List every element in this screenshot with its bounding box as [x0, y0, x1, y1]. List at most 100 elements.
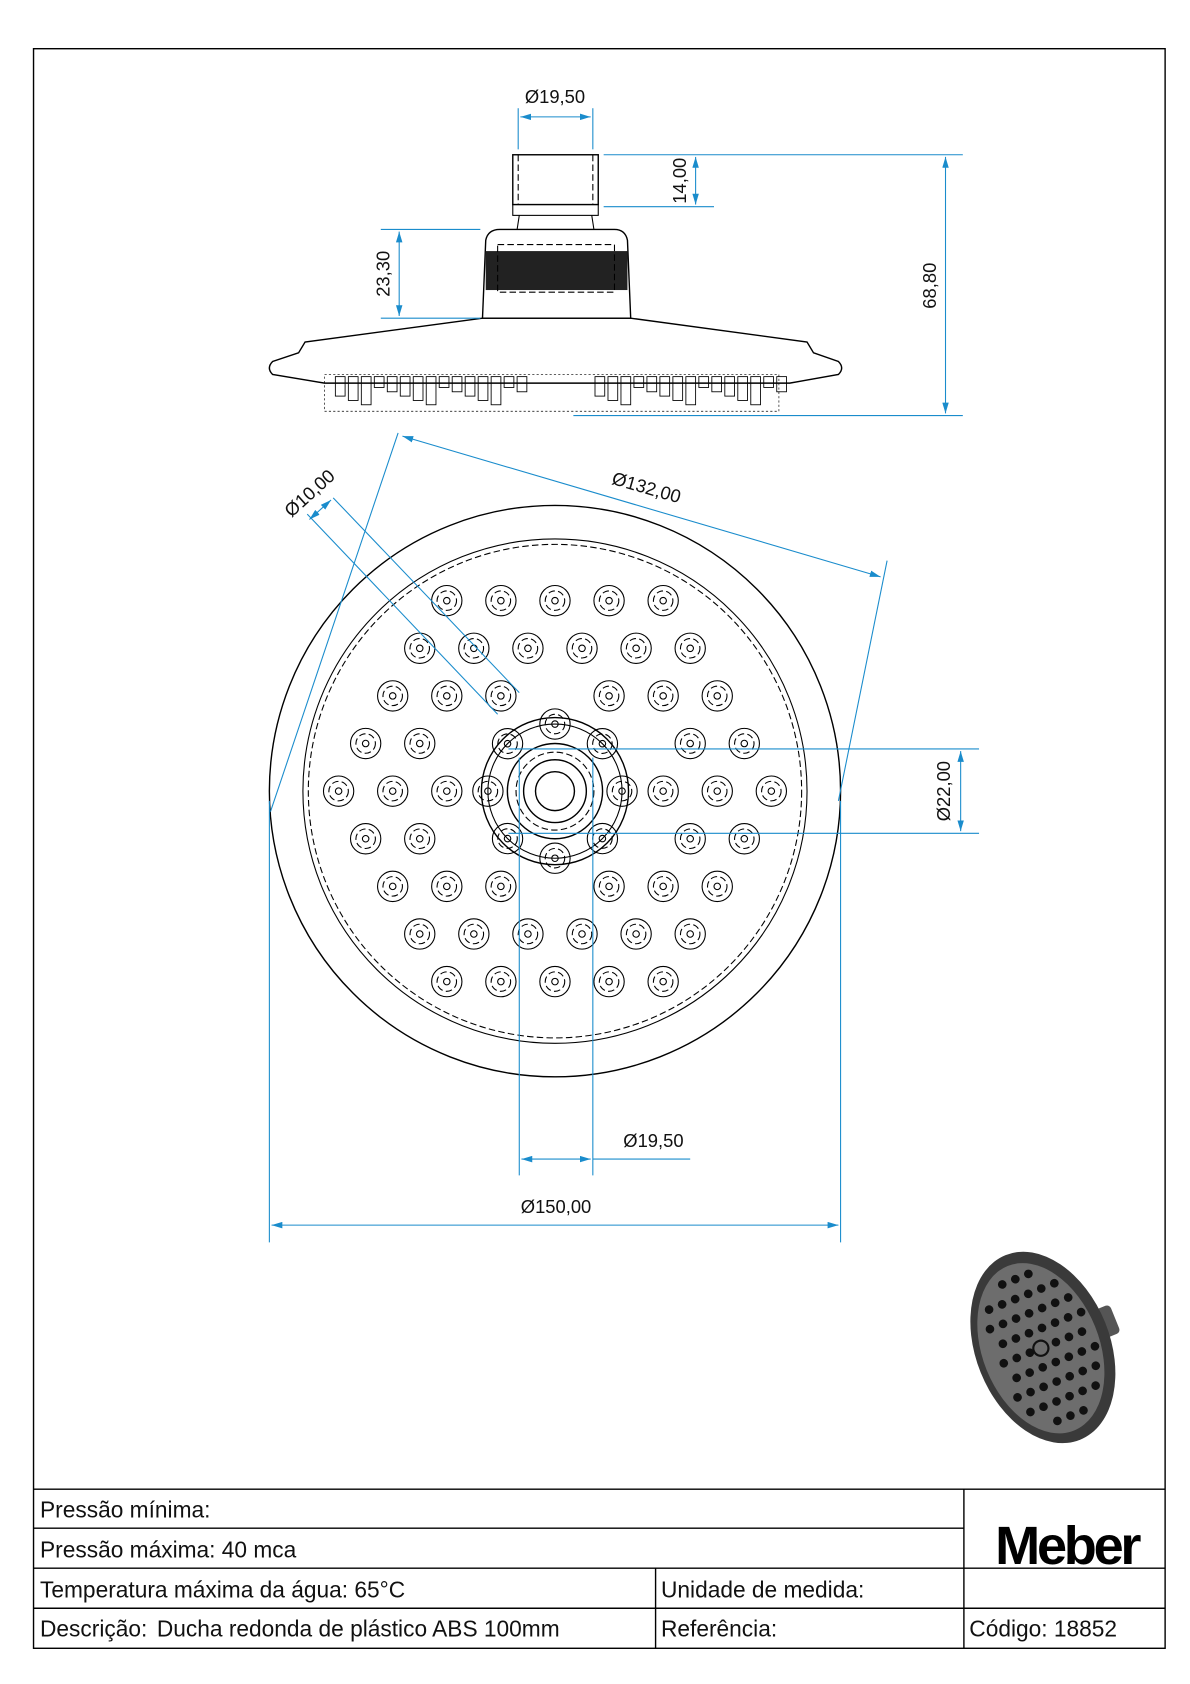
render-nozzle: [1039, 1402, 1048, 1412]
render-nozzle: [1076, 1307, 1086, 1317]
side-nozzle: [347, 376, 359, 401]
nozzle: [377, 870, 409, 903]
side-nozzle: [490, 376, 502, 406]
side-nozzle: [594, 376, 606, 397]
render-nozzle: [1049, 1278, 1059, 1288]
nozzle: [512, 918, 544, 950]
side-nozzle: [464, 376, 476, 397]
render-nozzle: [1050, 1318, 1060, 1327]
render-nozzle: [1077, 1327, 1087, 1336]
side-nozzle: [776, 376, 787, 393]
render-nozzle: [998, 1339, 1008, 1349]
max-pressure: Pressão máxima: 40 mca: [40, 1536, 297, 1562]
nozzle: [349, 823, 382, 855]
render-nozzle: [1079, 1406, 1088, 1415]
side-nozzle: [698, 376, 710, 388]
nozzle: [404, 823, 436, 855]
nozzle: [647, 775, 679, 807]
render-nozzle: [1012, 1353, 1022, 1363]
description-value: Ducha redonda de plástico ABS 100mm: [157, 1615, 560, 1641]
side-nozzle: [672, 376, 684, 401]
nozzle: [485, 680, 517, 712]
nozzle: [647, 680, 679, 712]
product-code: Código: 18852: [969, 1615, 1117, 1641]
render-nozzle: [1063, 1293, 1073, 1302]
nozzle: [539, 842, 571, 874]
render-nozzle: [1064, 1332, 1074, 1342]
render-nozzle: [1051, 1357, 1061, 1367]
render-nozzle: [1038, 1362, 1048, 1372]
nozzle: [586, 727, 619, 760]
dim-connector-height: 14,00: [669, 158, 690, 204]
sheet-border: [32, 47, 1166, 1649]
render-nozzle: [1050, 1298, 1060, 1308]
render-nozzle: [1011, 1314, 1021, 1323]
render-nozzle: [1066, 1411, 1075, 1420]
render-nozzle: [1065, 1391, 1074, 1401]
nozzle: [431, 680, 463, 712]
nozzle: [431, 775, 463, 807]
render-nozzle: [997, 1300, 1007, 1309]
nozzle: [512, 632, 544, 664]
nozzle: [593, 965, 625, 998]
title-block: Pressão mínima: Pressão máxima: 40 mca T…: [33, 1488, 1166, 1649]
dim-outer-diameter: Ø150,00: [521, 1196, 591, 1217]
nozzle: [404, 918, 436, 950]
side-nozzle: [386, 376, 398, 393]
render-nozzle: [1011, 1334, 1021, 1343]
nozzle: [472, 775, 504, 807]
nozzle: [674, 918, 706, 950]
render-nozzle: [997, 1280, 1007, 1289]
nozzle: [701, 870, 733, 903]
render-nozzle: [1013, 1393, 1022, 1402]
plan-view: [268, 504, 842, 1078]
nozzle: [485, 584, 517, 617]
max-temperature: Temperatura máxima da água: 65°C: [40, 1576, 405, 1602]
render-nozzle: [1051, 1337, 1061, 1347]
nozzle: [458, 918, 490, 950]
nozzle: [674, 632, 706, 664]
nozzle: [491, 822, 524, 855]
description-label: Descrição:: [40, 1615, 147, 1641]
side-nozzle: [607, 376, 619, 401]
side-nozzle: [659, 376, 671, 397]
meber-logo: Meber: [995, 1516, 1141, 1576]
render-nozzle: [1024, 1308, 1034, 1318]
render-nozzle: [985, 1324, 995, 1334]
nozzle: [647, 965, 679, 998]
dim-total-height: 68,80: [919, 263, 940, 309]
render-nozzle: [1026, 1387, 1035, 1397]
side-view: [268, 154, 843, 412]
nozzle: [377, 680, 409, 712]
nozzle: [404, 632, 436, 664]
render-nozzle: [1037, 1323, 1047, 1333]
nozzle: [485, 965, 517, 998]
nozzle: [620, 918, 652, 950]
knurled-ring: [485, 251, 628, 291]
dim-inlet-diameter: Ø19,50: [623, 1130, 683, 1151]
render-nozzle: [1025, 1348, 1035, 1358]
side-nozzle: [685, 376, 697, 406]
side-nozzle: [750, 376, 761, 406]
nozzle: [728, 823, 760, 855]
nozzle: [593, 680, 625, 712]
render-nozzle: [1052, 1397, 1061, 1406]
nozzle: [606, 775, 638, 807]
nozzle: [593, 584, 625, 617]
side-nozzle: [373, 376, 385, 388]
render-nozzle: [1063, 1313, 1073, 1322]
nozzle: [566, 632, 598, 664]
min-pressure: Pressão mínima:: [40, 1496, 210, 1522]
side-nozzle: [646, 376, 658, 393]
render-nozzle: [1036, 1284, 1046, 1293]
nozzle: [458, 632, 490, 664]
side-nozzle: [451, 376, 463, 393]
nozzle: [404, 727, 436, 760]
nozzle: [755, 775, 788, 807]
render-nozzle: [1091, 1381, 1100, 1390]
nozzle: [701, 775, 733, 807]
render-nozzle: [999, 1358, 1009, 1368]
side-nozzle: [620, 376, 632, 406]
side-dimensions: Ø19,50 14,00 68,80 23,30: [372, 86, 963, 417]
